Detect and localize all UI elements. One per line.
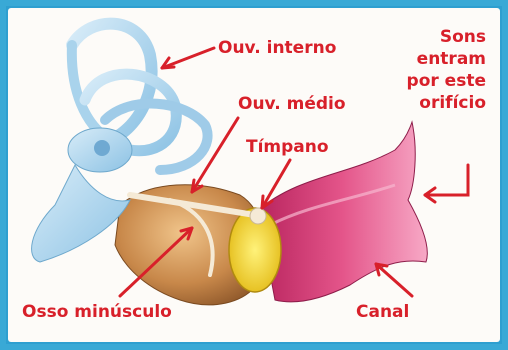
arrow-canal [376, 264, 412, 296]
label-sound-line2: entram [407, 48, 486, 70]
label-inner-ear: Ouv. interno [218, 38, 336, 58]
label-canal: Canal [356, 302, 409, 322]
label-sound-line1: Sons [407, 26, 486, 48]
label-middle-ear: Ouv. médio [238, 94, 346, 114]
label-small-bone: Osso minúsculo [22, 302, 172, 322]
label-sound-line4: orifício [407, 92, 486, 114]
label-sound-line3: por este [407, 70, 486, 92]
label-eardrum: Tímpano [246, 137, 329, 157]
label-sound-entry: Sons entram por este orifício [407, 26, 486, 114]
